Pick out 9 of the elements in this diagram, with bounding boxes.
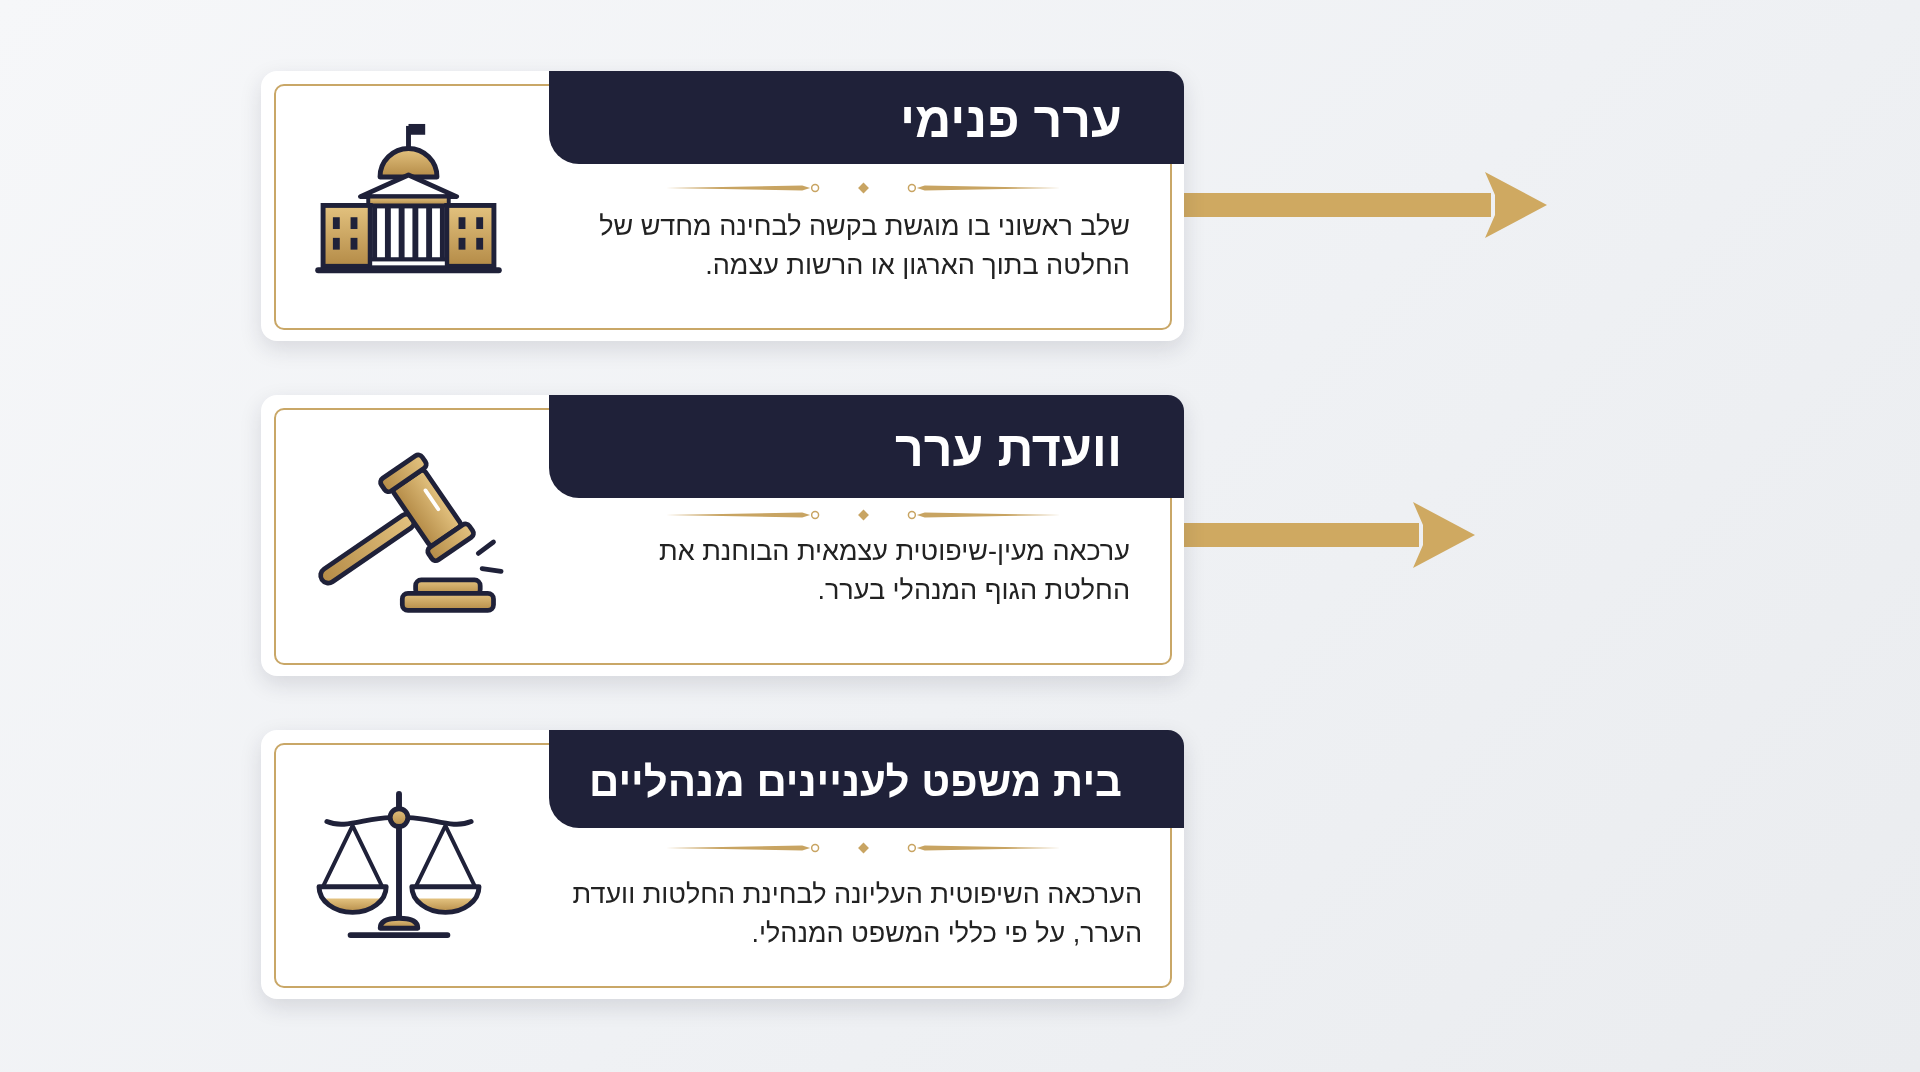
step-card [261,71,1184,341]
step-card [261,730,1184,999]
card-description: שלב ראשוני בו מוגשת בקשה לבחינה מחדש של החלטה בתוך הארגון או הרשות עצמה. [598,210,1130,282]
title-banner: בית משפט לעניינים מנהליים [549,730,1184,828]
title-banner: ערר פנימי [549,71,1184,164]
step-card [261,395,1184,676]
card-description: הערכאה השיפוטית העליונה לבחינת החלטות וועדת הערר, על פי כללי המשפט המנהלי. [571,878,1142,950]
title-banner: וועדת ערר [549,395,1184,498]
card-description: ערכאה מעין-שיפוטית עצמאית הבוחנת את החלטת הגוף המנהלי בערר. [658,535,1130,607]
